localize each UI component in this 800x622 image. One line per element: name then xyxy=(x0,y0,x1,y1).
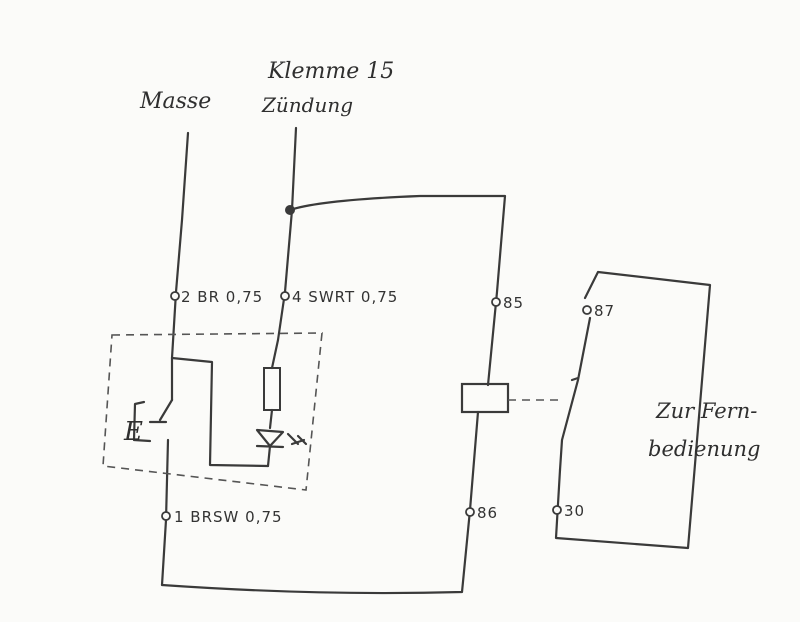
relay-switch xyxy=(558,316,592,472)
resistor xyxy=(263,367,281,411)
switch-contact xyxy=(158,398,174,587)
terminal-86 xyxy=(465,507,475,517)
terminal-85 xyxy=(491,297,501,307)
switch-actuator xyxy=(132,400,168,443)
terminal-2 xyxy=(170,291,180,301)
bottom-loop-wire xyxy=(160,410,480,595)
terminal-30 xyxy=(552,505,562,515)
label-remote-line2: bedienung xyxy=(648,437,760,461)
terminal-4 xyxy=(280,291,290,301)
switch-e-label: E xyxy=(123,417,143,447)
label-pin-4: 4 SWRT 0,75 xyxy=(292,288,398,306)
led-return-wire xyxy=(170,356,270,468)
label-terminal-30: 30 xyxy=(564,502,585,520)
label-terminal-86: 86 xyxy=(477,504,498,522)
label-pin-2: 2 BR 0,75 xyxy=(181,288,263,306)
label-terminal-87: 87 xyxy=(594,302,615,320)
label-terminal-85: 85 xyxy=(503,294,524,312)
label-zuendung: Zündung xyxy=(261,93,353,117)
relay-feed-wire xyxy=(288,194,507,387)
relay-coil xyxy=(460,382,510,414)
label-remote-line1: Zur Fern- xyxy=(655,399,757,423)
label-masse: Masse xyxy=(139,89,211,114)
relay-contact-box xyxy=(554,270,712,550)
label-pin-1: 1 BRSW 0,75 xyxy=(174,508,283,526)
led-symbol xyxy=(255,408,285,468)
switch-housing xyxy=(102,332,323,491)
zuendung-wire xyxy=(270,126,298,370)
led-arrows xyxy=(286,432,308,446)
terminal-1 xyxy=(161,511,171,521)
label-klemme-15: Klemme 15 xyxy=(267,59,394,84)
terminal-87 xyxy=(582,305,592,315)
